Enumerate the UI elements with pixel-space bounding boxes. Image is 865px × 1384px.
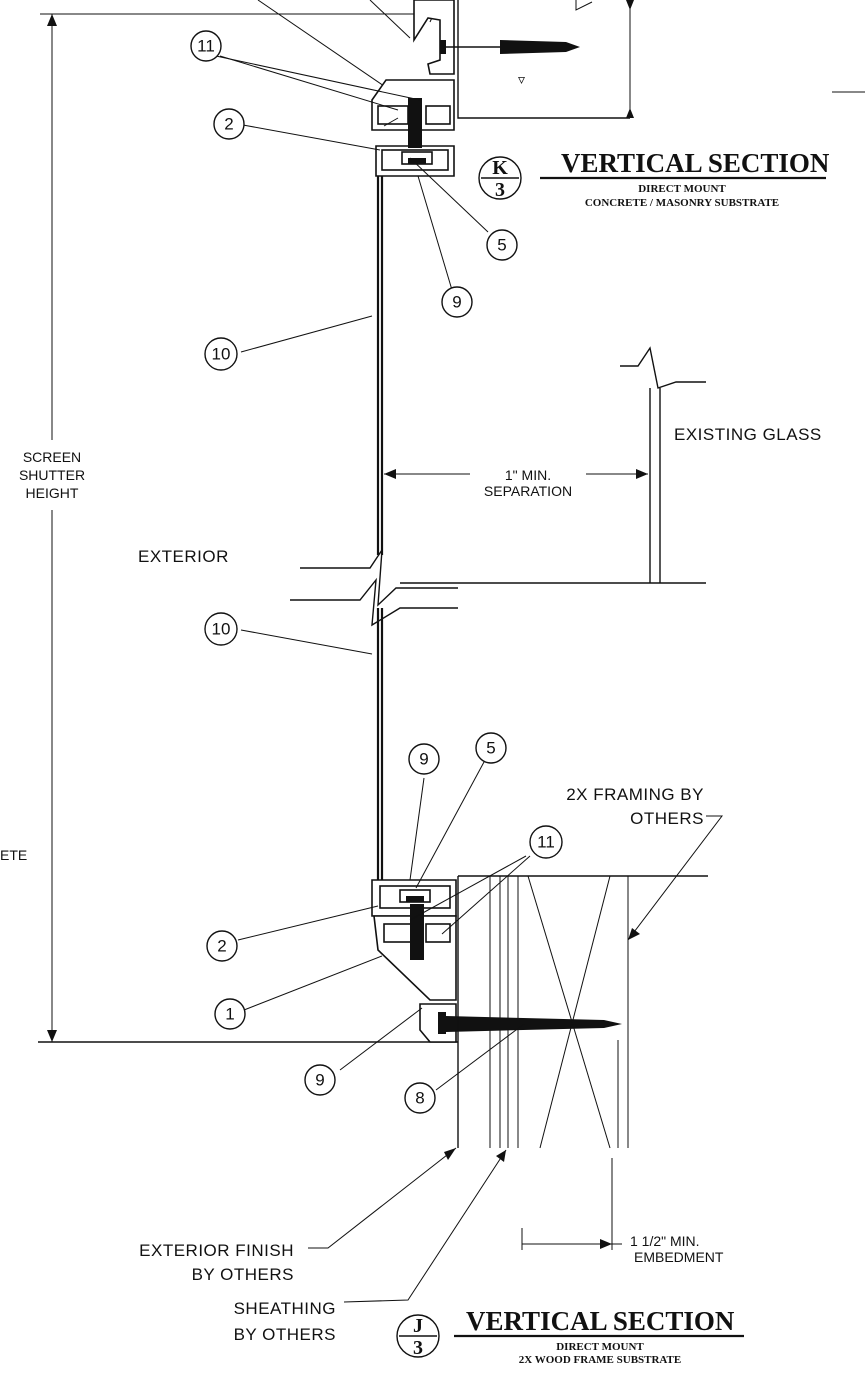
- separation-label-1: 1" MIN.: [505, 467, 551, 483]
- concrete-partial-label: ETE: [0, 847, 27, 863]
- callout-top-9-text: 9: [452, 293, 461, 312]
- section-j-letter: J: [413, 1315, 423, 1337]
- callout-top-2-text: 2: [224, 115, 233, 134]
- callout-mid-10a-text: 10: [212, 345, 231, 364]
- sheathing-label-1: SHEATHING: [234, 1299, 336, 1318]
- callout-bot-2-text: 2: [217, 937, 226, 956]
- height-label-1: SCREEN: [23, 449, 81, 465]
- callout-bot-5: 5: [475, 732, 507, 764]
- existing-glass-label: EXISTING GLASS: [674, 425, 822, 444]
- exterior-label: EXTERIOR: [138, 547, 229, 566]
- section-k-title: VERTICAL SECTION: [561, 148, 830, 178]
- callout-mid-10b-text: 10: [212, 620, 231, 639]
- callout-bot-8-text: 8: [415, 1089, 424, 1108]
- embedment-label-1: 1 1/2" MIN.: [630, 1233, 700, 1249]
- framing-label-2: OTHERS: [630, 809, 704, 828]
- callout-bot-2: 2: [206, 930, 238, 962]
- callout-bot-11-text: 11: [537, 833, 555, 852]
- existing-glass: [400, 346, 706, 584]
- exterior-finish-label-2: BY OTHERS: [192, 1265, 294, 1284]
- callout-top-5-text: 5: [497, 236, 506, 255]
- callout-bot-1-text: 1: [225, 1005, 234, 1024]
- callout-bot-9b-text: 9: [315, 1071, 324, 1090]
- section-k-letter: K: [492, 157, 508, 179]
- height-label-2: SHUTTER: [19, 467, 85, 483]
- callout-top-5: 5: [486, 229, 518, 261]
- callout-bot-11: 11: [529, 825, 563, 859]
- callout-mid-10a: 10: [204, 337, 238, 371]
- section-k-sub1: DIRECT MOUNT: [638, 183, 726, 195]
- section-j-title: VERTICAL SECTION: [466, 1306, 735, 1336]
- embedment-label-2: EMBEDMENT: [634, 1249, 724, 1265]
- separation-label-2: SEPARATION: [484, 483, 572, 499]
- section-j-sub1: DIRECT MOUNT: [556, 1341, 644, 1353]
- section-j-sheet: 3: [413, 1337, 423, 1359]
- callout-mid-10b: 10: [204, 612, 238, 646]
- section-marker-j3: J 3 VERTICAL SECTION DIRECT MOUNT 2X WOO…: [396, 1306, 744, 1366]
- callout-top-9: 9: [441, 286, 473, 318]
- callout-bot-9a: 9: [408, 743, 440, 775]
- callout-bot-9a-text: 9: [419, 750, 428, 769]
- callout-top-11-text: 11: [197, 37, 215, 56]
- bottom-screw: [446, 1016, 622, 1032]
- separation-dimension: [384, 469, 648, 479]
- callout-bot-5-text: 5: [486, 739, 495, 758]
- bottom-detail: [371, 879, 622, 1043]
- callout-top-2: 2: [213, 108, 245, 140]
- section-marker-k3: K 3 VERTICAL SECTION DIRECT MOUNT CONCRE…: [478, 148, 830, 209]
- callout-top-11: 11: [190, 30, 222, 62]
- sheathing-label-2: BY OTHERS: [234, 1325, 336, 1344]
- anchor-mark: ▿: [518, 71, 525, 87]
- framing-label-1: 2X FRAMING BY: [566, 785, 704, 804]
- callout-bot-1: 1: [214, 998, 246, 1030]
- height-dimension: [38, 13, 458, 1043]
- height-label-3: HEIGHT: [26, 485, 79, 501]
- section-k-sub2: CONCRETE / MASONRY SUBSTRATE: [585, 197, 779, 209]
- exterior-finish-label-1: EXTERIOR FINISH: [139, 1241, 294, 1260]
- section-j-sub2: 2X WOOD FRAME SUBSTRATE: [519, 1354, 681, 1366]
- leader-lines: [215, 55, 724, 1303]
- callout-bot-8: 8: [404, 1082, 436, 1114]
- top-detail: ▿: [257, 0, 865, 177]
- screen-panel: [290, 176, 458, 880]
- callout-bot-9b: 9: [304, 1064, 336, 1096]
- section-k-sheet: 3: [495, 179, 505, 201]
- top-screw: [446, 40, 580, 54]
- wall-framing: [457, 875, 708, 1250]
